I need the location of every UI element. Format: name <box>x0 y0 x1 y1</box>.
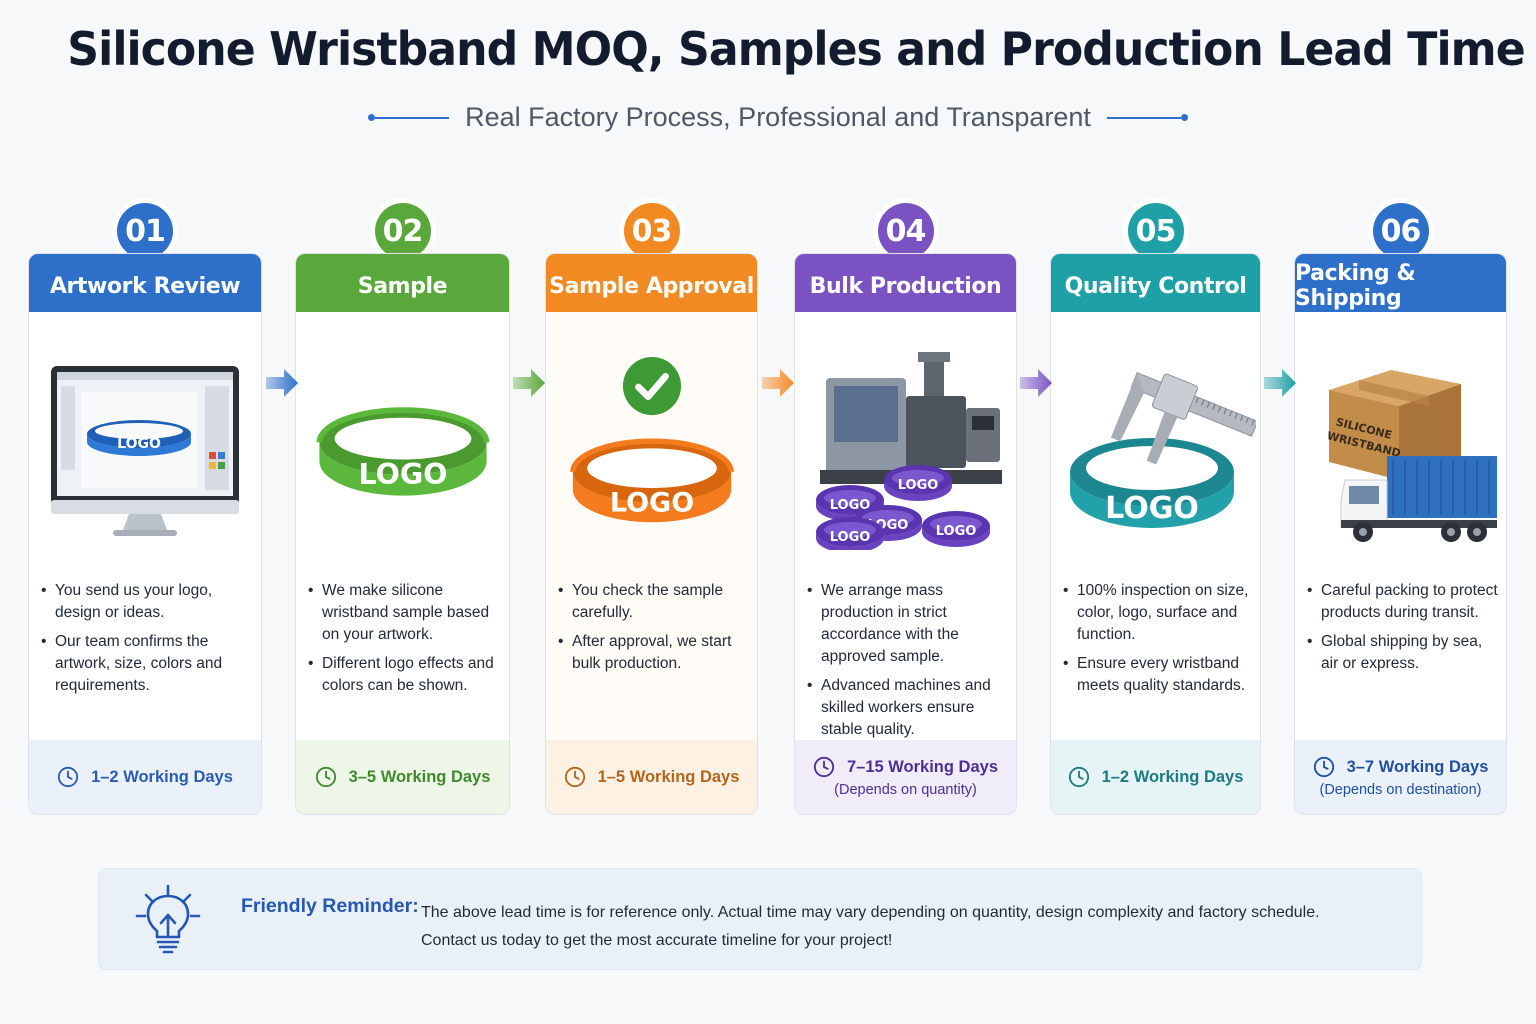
wristband-graphic: LOGO <box>569 438 734 522</box>
lead-time-days: 3–7 Working Days <box>1346 757 1489 776</box>
step-bullet: Our team confirms the artwork, size, col… <box>41 631 253 697</box>
step-illustration: SILICONE WRISTBAND <box>1295 330 1506 570</box>
step-title: Sample <box>296 254 509 312</box>
step-bullet: You check the sample carefully. <box>558 580 749 624</box>
step-number: 01 <box>117 203 173 259</box>
step-bullet: Ensure every wristband meets quality sta… <box>1063 653 1252 697</box>
step-title: Sample Approval <box>546 254 757 312</box>
step-illustration: LOGO LOGO LOGO LOGO LOGO <box>795 330 1016 570</box>
step-number: 04 <box>877 203 934 259</box>
arrow-right-icon <box>513 369 545 397</box>
clock-icon <box>57 766 79 788</box>
step-illustration: LOGO <box>1051 330 1260 570</box>
step-title: Artwork Review <box>29 254 261 312</box>
step-body: SILICONE WRISTBAND Careful packing to pr… <box>1295 312 1506 740</box>
clock-icon <box>1313 756 1334 778</box>
step-bullet: Different logo effects and colors can be… <box>308 653 501 697</box>
monitor-icon: LOGO <box>51 366 239 536</box>
lead-time-days: 7–15 Working Days <box>846 757 998 776</box>
step-number: 03 <box>623 203 680 259</box>
step-body: LOGO We make silicone wristband sample b… <box>296 312 509 740</box>
clock-icon <box>1068 766 1089 788</box>
step-bullet: We arrange mass production in strict acc… <box>807 580 1008 668</box>
clock-icon <box>564 766 585 788</box>
step-lead-time: 3–7 Working Days (Depends on destination… <box>1295 740 1506 814</box>
step-bullets: You check the sample carefully. After app… <box>558 580 749 682</box>
step-lead-time: 1–2 Working Days <box>29 740 261 814</box>
step-bullet: Advanced machines and skilled workers en… <box>807 675 1008 741</box>
svg-text:LOGO: LOGO <box>358 458 447 491</box>
page-title: Silicone Wristband MOQ, Samples and Prod… <box>67 22 1525 76</box>
subtitle-row: Real Factory Process, Professional and T… <box>0 102 1536 133</box>
step-bullets: 100% inspection on size, color, logo, su… <box>1063 580 1252 704</box>
lead-time-days: 1–2 Working Days <box>1101 767 1244 786</box>
step-bullet: After approval, we start bulk production… <box>558 631 749 675</box>
checkmark-icon <box>622 356 681 415</box>
lightbulb-icon <box>135 884 201 954</box>
svg-text:LOGO: LOGO <box>829 530 870 545</box>
svg-text:LOGO: LOGO <box>897 478 938 493</box>
clock-icon <box>813 756 835 778</box>
page-subtitle: Real Factory Process, Professional and T… <box>465 102 1091 132</box>
left-decoration <box>368 114 450 121</box>
step-illustration: LOGO <box>546 330 757 570</box>
lead-time-note: (Depends on destination) <box>1319 782 1482 798</box>
step-title: Bulk Production <box>795 254 1016 312</box>
svg-text:LOGO: LOGO <box>829 498 870 513</box>
step-lead-time: 1–2 Working Days <box>1051 740 1260 814</box>
reminder-text: The above lead time is for reference onl… <box>421 899 1320 955</box>
step-card-1: Artwork Review LOGO You send us your log… <box>28 253 262 815</box>
step-lead-time: 3–5 Working Days <box>296 740 509 814</box>
reminder-label: Friendly Reminder: <box>241 895 419 917</box>
svg-text:LOGO: LOGO <box>117 436 161 452</box>
arrow-right-icon <box>266 369 298 397</box>
svg-text:LOGO: LOGO <box>1105 491 1199 526</box>
svg-text:LOGO: LOGO <box>935 524 976 539</box>
step-card-3: Sample Approval LOGO You check the sampl… <box>545 253 758 815</box>
step-lead-time: 7–15 Working Days (Depends on quantity) <box>795 740 1016 814</box>
step-card-6: Packing & Shipping SILICONE WRISTBAND Ca… <box>1294 253 1507 815</box>
lead-time-note: (Depends on quantity) <box>834 782 977 798</box>
step-illustration: LOGO <box>296 330 509 570</box>
right-decoration <box>1106 114 1188 121</box>
reminder-line-1: The above lead time is for reference onl… <box>421 904 1320 921</box>
step-body: LOGO 100% inspection on size, color, log… <box>1051 312 1260 740</box>
step-bullets: You send us your logo, design or ideas. O… <box>41 580 253 704</box>
clock-icon <box>315 766 336 788</box>
wristband-graphic: LOGO <box>316 407 489 496</box>
step-card-2: Sample LOGO We make silicone wristband s… <box>295 253 510 815</box>
step-number: 05 <box>1127 203 1184 259</box>
lead-time-days: 1–2 Working Days <box>91 767 233 786</box>
lead-time-days: 3–5 Working Days <box>348 767 491 786</box>
step-bullet: 100% inspection on size, color, logo, su… <box>1063 580 1252 646</box>
injection-machine-icon: LOGO LOGO LOGO LOGO LOGO <box>815 352 1002 550</box>
step-body: LOGO You send us your logo, design or id… <box>29 312 261 740</box>
arrow-right-icon <box>762 369 794 397</box>
step-title: Quality Control <box>1051 254 1260 312</box>
step-body: LOGO LOGO LOGO LOGO LOGO We arrange mass <box>795 312 1016 740</box>
step-bullet: Careful packing to protect products duri… <box>1307 580 1498 624</box>
step-bullets: We arrange mass production in strict acc… <box>807 580 1008 748</box>
step-number: 02 <box>374 203 431 259</box>
step-bullets: Careful packing to protect products duri… <box>1307 580 1498 682</box>
caliper-icon: LOGO <box>1069 372 1256 528</box>
step-bullet: Global shipping by sea, air or express. <box>1307 631 1498 675</box>
step-illustration: LOGO <box>29 330 261 570</box>
step-card-5: Quality Control LOGO 100% inspection on … <box>1050 253 1261 815</box>
step-bullet: We make silicone wristband sample based … <box>308 580 501 646</box>
step-bullet: You send us your logo, design or ideas. <box>41 580 253 624</box>
friendly-reminder: Friendly Reminder: The above lead time i… <box>98 868 1422 970</box>
step-card-4: Bulk Production LOGO LOGO <box>794 253 1017 815</box>
step-number: 06 <box>1372 203 1429 259</box>
reminder-line-2: Contact us today to get the most accurat… <box>421 932 893 949</box>
box-and-truck-icon: SILICONE WRISTBAND <box>1325 370 1497 542</box>
arrow-right-icon <box>1020 369 1052 397</box>
arrow-right-icon <box>1264 369 1296 397</box>
lead-time-days: 1–5 Working Days <box>597 767 740 786</box>
step-body: LOGO You check the sample carefully. Afte… <box>546 312 757 740</box>
step-lead-time: 1–5 Working Days <box>546 740 757 814</box>
step-bullets: We make silicone wristband sample based … <box>308 580 501 704</box>
svg-text:LOGO: LOGO <box>609 487 693 518</box>
step-title: Packing & Shipping <box>1295 254 1506 312</box>
